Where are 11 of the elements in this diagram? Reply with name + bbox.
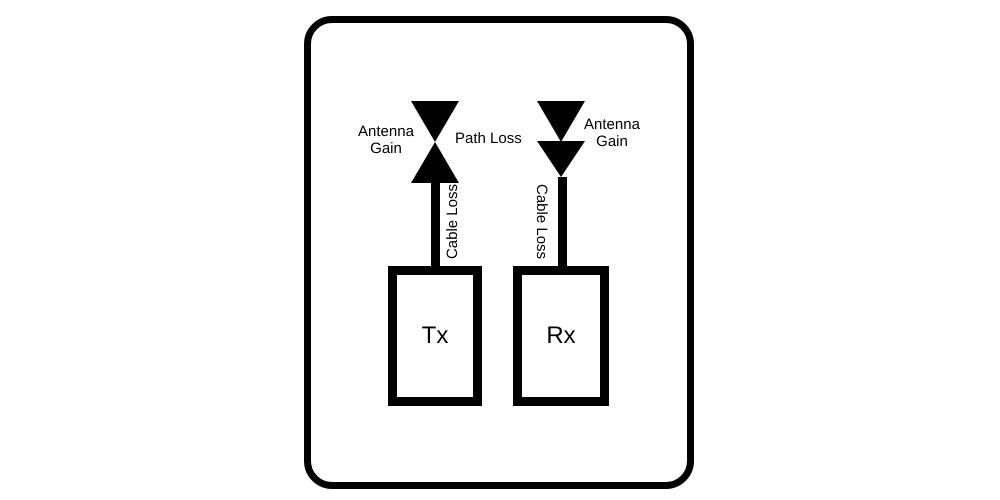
transmitter-block xyxy=(388,266,482,406)
antenna-gain-label: Antenna Gain xyxy=(357,123,415,157)
antenna-gain-label: Antenna Gain xyxy=(583,116,641,150)
receiver-block xyxy=(513,266,609,406)
edge-label: Cable Loss xyxy=(444,184,461,260)
block-label: Rx xyxy=(546,322,576,350)
antenna-symbol xyxy=(537,101,585,177)
path-loss-label: Path Loss xyxy=(455,130,522,147)
edge-label: Cable Loss xyxy=(533,184,550,260)
block-label: Tx xyxy=(422,322,448,350)
cable-line xyxy=(558,177,567,266)
